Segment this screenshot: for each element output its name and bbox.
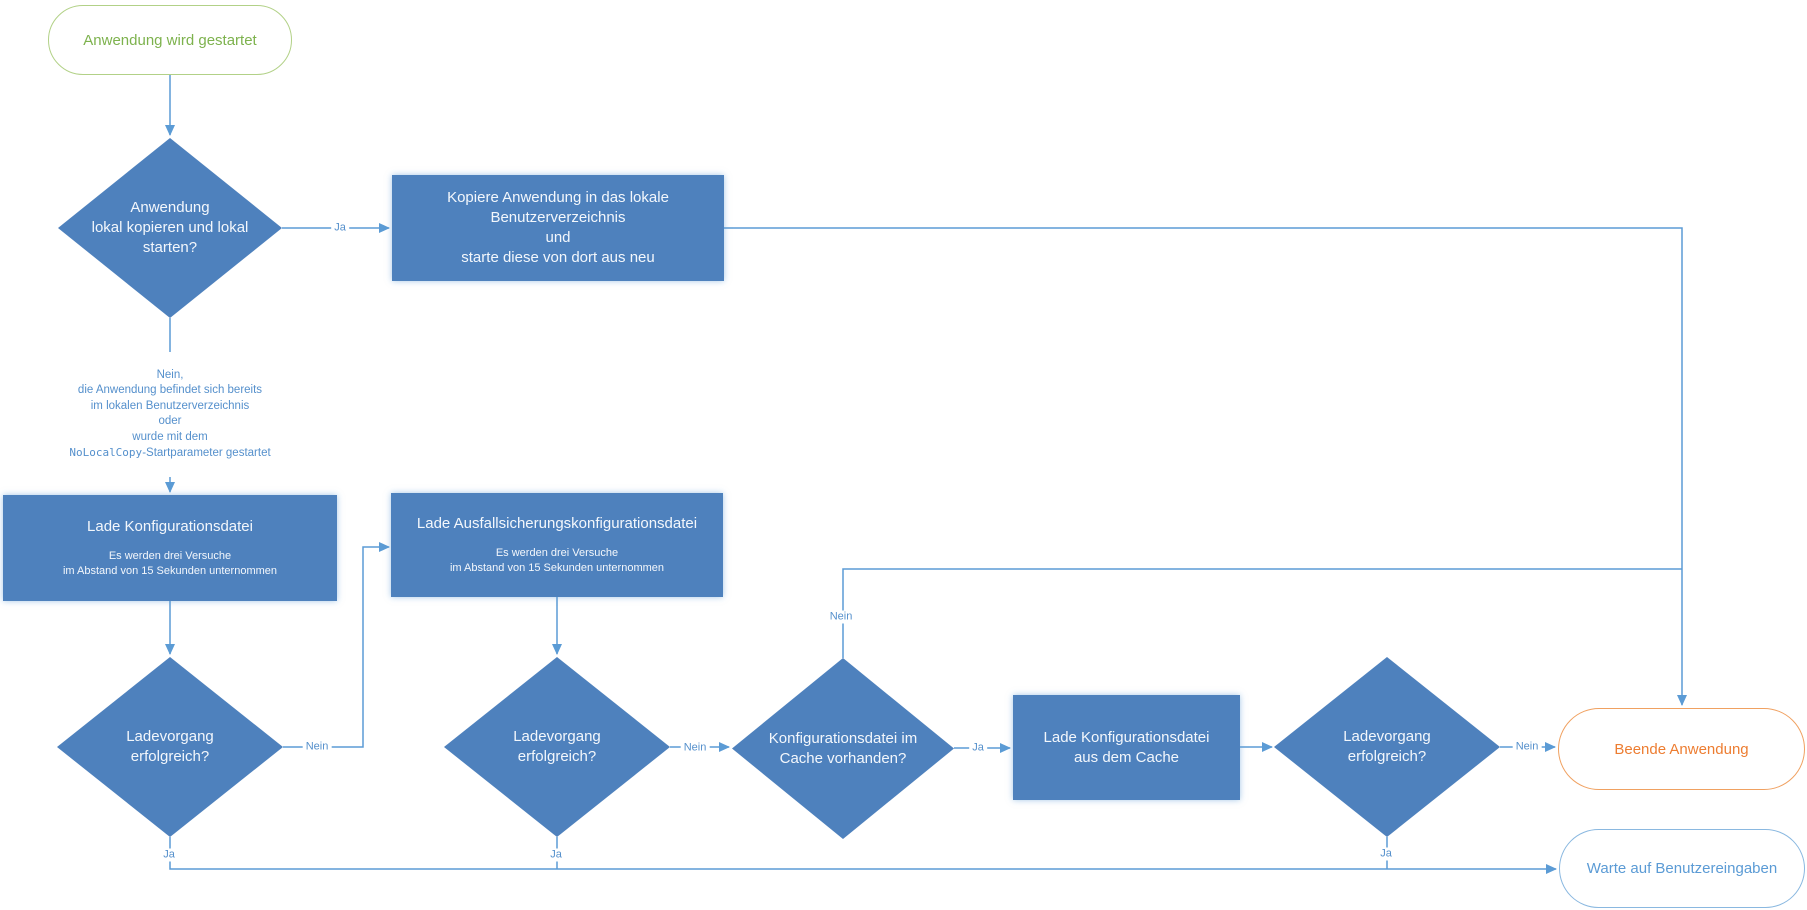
process-load-failover-config-subtitle: Es werden drei Versuche im Abstand von 1… xyxy=(449,547,665,574)
edge-label-nein-load-3: Nein xyxy=(1512,740,1542,754)
terminator-exit-app-label: Beende Anwendung xyxy=(1614,740,1749,758)
process-load-from-cache-label: Lade Konfigurationsdatei aus dem Cache xyxy=(1043,728,1210,766)
edge-label-ja-copy: Ja xyxy=(331,221,349,235)
decision-load-success-1: Ladevorgang erfolgreich? xyxy=(57,657,283,837)
edge-label-nein-cache: Nein xyxy=(826,610,856,624)
decision-load-success-3: Ladevorgang erfolgreich? xyxy=(1274,657,1500,837)
note-nein-details: Nein, die Anwendung befindet sich bereit… xyxy=(0,352,340,477)
decision-load-success-2-label: Ladevorgang erfolgreich? xyxy=(513,728,601,765)
process-load-config-subtitle: Es werden drei Versuche im Abstand von 1… xyxy=(62,550,278,577)
start-label: Anwendung wird gestartet xyxy=(83,31,257,49)
edge-label-ja-load-2: Ja xyxy=(547,848,565,862)
note-rest: -Startparameter gestartet xyxy=(142,447,271,459)
note-lines: Nein, die Anwendung befindet sich bereit… xyxy=(77,368,263,443)
edge-label-ja-load-3: Ja xyxy=(1377,847,1395,861)
edge-copy-to-exit xyxy=(724,227,1687,706)
process-load-failover-config-title: Lade Ausfallsicherungskonfigurationsdate… xyxy=(416,515,698,532)
start-terminator: Anwendung wird gestartet xyxy=(48,5,292,75)
process-load-failover-config: Lade Ausfallsicherungskonfigurationsdate… xyxy=(391,493,723,597)
decision-local-copy: Anwendung lokal kopieren und lokal start… xyxy=(58,138,282,318)
decision-local-copy-label: Anwendung lokal kopieren und lokal start… xyxy=(91,199,249,256)
terminator-wait-input-label: Warte auf Benutzereingaben xyxy=(1586,860,1778,877)
process-load-from-cache: Lade Konfigurationsdatei aus dem Cache xyxy=(1013,695,1240,800)
process-load-config-title: Lade Konfigurationsdatei xyxy=(87,518,253,535)
decision-load-success-3-label: Ladevorgang erfolgreich? xyxy=(1343,728,1431,765)
decision-load-success-1-label: Ladevorgang erfolgreich? xyxy=(126,728,214,765)
decision-cache-available: Konfigurationsdatei im Cache vorhanden? xyxy=(732,658,954,839)
process-copy-local-label: Kopiere Anwendung in das lokale Benutzer… xyxy=(447,189,669,266)
decision-load-success-2: Ladevorgang erfolgreich? xyxy=(444,657,670,837)
process-load-config: Lade Konfigurationsdatei Es werden drei … xyxy=(3,495,337,601)
terminator-wait-input: Warte auf Benutzereingaben xyxy=(1559,829,1805,908)
note-nolocalcopy-param: NoLocalCopy xyxy=(69,446,143,459)
edge-cache-nein-to-exit xyxy=(842,568,1682,658)
edge-label-ja-cache: Ja xyxy=(969,741,987,755)
terminator-exit-app: Beende Anwendung xyxy=(1558,708,1805,790)
edge-label-nein-load-2: Nein xyxy=(680,741,710,755)
edge-label-ja-load-1: Ja xyxy=(160,848,178,862)
decision-cache-available-label: Konfigurationsdatei im Cache vorhanden? xyxy=(768,729,918,767)
edge-ja-to-wait xyxy=(169,837,1557,874)
edge-label-nein-load-1: Nein xyxy=(302,740,332,754)
process-copy-local: Kopiere Anwendung in das lokale Benutzer… xyxy=(392,175,724,281)
